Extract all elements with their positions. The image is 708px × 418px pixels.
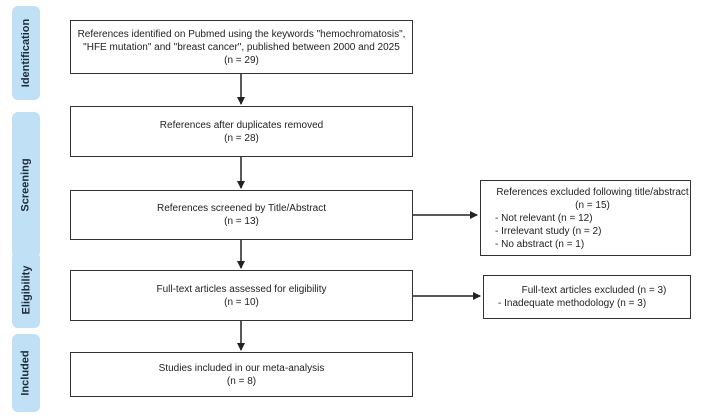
box-excluded-fulltext: Full-text articles excluded (n = 3) - In… xyxy=(483,275,691,319)
fulltext-line-1: Full-text articles assessed for eligibil… xyxy=(156,283,327,295)
phase-identification: Identification xyxy=(12,6,40,100)
phase-eligibility: Eligibility xyxy=(12,252,40,328)
dedup-count: (n = 28) xyxy=(224,132,259,144)
box-studies-included: Studies included in our meta-analysis (n… xyxy=(70,352,413,397)
excluded-title-item: - No abstract (n = 1) xyxy=(495,238,585,250)
dedup-line-1: References after duplicates removed xyxy=(159,119,324,131)
identified-line-2: "HFE mutation" and "breast cancer", publ… xyxy=(83,41,400,53)
box-screened: References screened by Title/Abstract (n… xyxy=(70,190,413,240)
phase-included: Included xyxy=(12,334,40,412)
identified-count: (n = 29) xyxy=(224,54,259,66)
included-line-1: Studies included in our meta-analysis xyxy=(158,362,325,374)
box-fulltext-assessed: Full-text articles assessed for eligibil… xyxy=(70,270,413,321)
excluded-title-item: - Irrelevant study (n = 2) xyxy=(495,225,602,237)
excluded-title-head: References excluded following title/abst… xyxy=(496,186,689,198)
identified-line-1: References identified on Pubmed using th… xyxy=(77,28,406,40)
fulltext-count: (n = 10) xyxy=(224,296,259,308)
box-records-identified: References identified on Pubmed using th… xyxy=(70,20,413,74)
excluded-title-item: - Not relevant (n = 12) xyxy=(495,212,593,224)
box-after-duplicates: References after duplicates removed (n =… xyxy=(70,106,413,157)
screened-line-1: References screened by Title/Abstract xyxy=(157,203,326,214)
box-excluded-title-abstract: References excluded following title/abst… xyxy=(480,180,691,256)
screened-count: (n = 13) xyxy=(224,216,259,227)
phase-screening: Screening xyxy=(12,112,40,258)
excluded-fulltext-item: - Inadequate methodology (n = 3) xyxy=(498,298,647,309)
included-count: (n = 8) xyxy=(226,375,257,387)
excluded-title-count: (n = 15) xyxy=(575,199,610,211)
excluded-fulltext-head: Full-text articles excluded (n = 3) xyxy=(521,285,667,296)
